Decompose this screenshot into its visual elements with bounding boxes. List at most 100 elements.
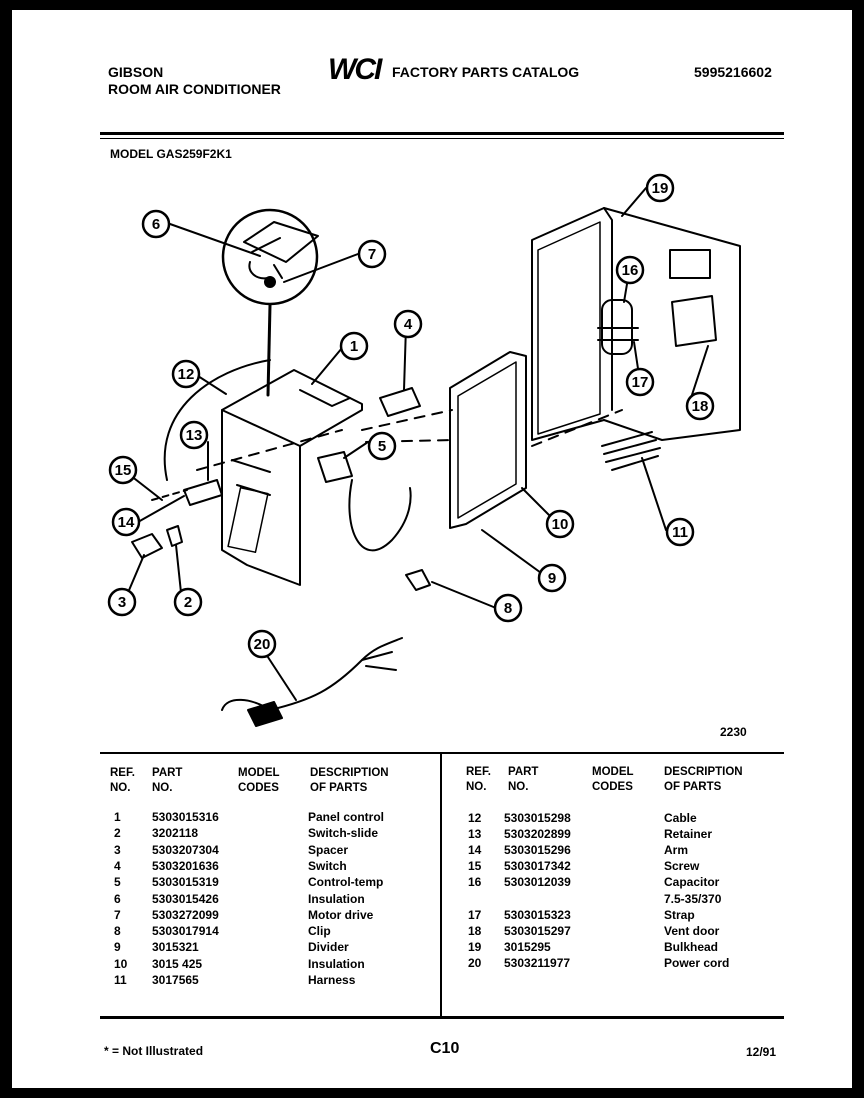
header-rule-top <box>100 132 784 135</box>
control-temp-capillary <box>348 479 412 552</box>
part-part-cell: 3015295 <box>504 939 551 954</box>
spacer <box>131 533 163 559</box>
callout-16: 16 <box>622 262 639 279</box>
callout-9: 9 <box>548 570 556 587</box>
detail-motor-plate <box>243 221 319 263</box>
callout-12: 12 <box>178 366 195 383</box>
callout-10: 10 <box>552 516 569 533</box>
part-ref-cell: 16 <box>468 875 482 890</box>
exploded-parts-diagram: 6 7 1 4 12 5 13 15 14 3 2 10 9 8 11 19 1… <box>107 173 747 739</box>
part-part-cell: 5303015323 <box>504 907 571 922</box>
callout-3: 3 <box>118 594 126 611</box>
table-rule-bottom <box>100 1016 784 1019</box>
bulkhead <box>531 207 741 441</box>
callout-6: 6 <box>152 216 160 233</box>
part-desc-cell: Cable <box>664 811 697 825</box>
detail-pointer <box>266 303 272 397</box>
power-cord-plug <box>247 701 283 727</box>
panel-cutout <box>227 486 269 554</box>
part-desc-cell: Arm <box>664 843 689 858</box>
part-part-cell: 5303015426 <box>152 891 219 906</box>
switch <box>379 387 421 417</box>
callout-11: 11 <box>672 524 688 541</box>
clip <box>405 569 431 591</box>
part-ref-cell: 1 <box>114 810 121 824</box>
callout-17: 17 <box>632 374 649 391</box>
part-desc-cell: Switch-slide <box>308 826 379 841</box>
part-part-cell: 5303015296 <box>504 843 571 858</box>
part-ref-cell: 4 <box>114 858 121 873</box>
part-desc-cell: Motor drive <box>308 907 374 922</box>
left-ref-header: REF.NO. <box>110 767 135 794</box>
part-desc-cell: Insulation <box>308 891 365 906</box>
callout-14: 14 <box>118 514 135 531</box>
part-ref-cell: 8 <box>114 924 121 939</box>
callout-2: 2 <box>184 594 192 611</box>
part-desc-cell: Harness <box>308 973 356 987</box>
callout-4: 4 <box>404 316 413 333</box>
vent-door <box>671 295 717 347</box>
callout-8: 8 <box>504 600 512 617</box>
header-rule-bottom <box>100 138 784 139</box>
callout-5: 5 <box>378 438 386 455</box>
part-ref-cell: 12 <box>468 811 482 825</box>
part-desc-cell: Switch <box>308 858 347 873</box>
page-number: C10 <box>430 1040 460 1057</box>
harness <box>601 431 661 471</box>
divider-insulation <box>457 361 517 519</box>
part-part-cell: 5303211977 <box>504 955 571 970</box>
bulkhead-opening <box>669 249 711 279</box>
control-temp <box>317 451 353 483</box>
part-desc-cell: Vent door <box>664 923 720 938</box>
switch-slide <box>166 525 183 547</box>
catalog-sheet: GIBSON ROOM AIR CONDITIONER WCI FACTORY … <box>12 10 852 1088</box>
part-desc-cell: Panel control <box>308 810 385 824</box>
part-desc-cell: Clip <box>308 924 331 939</box>
part-ref-cell: 7 <box>114 907 121 922</box>
product-name: ROOM AIR CONDITIONER <box>108 81 281 97</box>
part-part-cell: 5303201636 <box>152 858 219 873</box>
model-number: MODEL GAS259F2K1 <box>110 147 232 161</box>
part-desc-cell: Control-temp <box>308 875 384 890</box>
part-ref-cell: 20 <box>468 955 482 970</box>
part-desc-cell: Divider <box>308 940 349 955</box>
part-part-cell: 5303017342 <box>504 859 571 874</box>
right-ref-header: REF.NO. <box>466 766 491 793</box>
part-ref-cell: 15 <box>468 859 482 874</box>
part-part-cell: 5303012039 <box>504 875 571 890</box>
part-ref-cell: 2 <box>114 826 121 841</box>
part-part-cell: 5303272099 <box>152 907 219 922</box>
catalog-title: FACTORY PARTS CATALOG <box>392 64 580 80</box>
part-part-cell: 5303017914 <box>152 924 219 939</box>
part-part-cell: 3015321 <box>152 940 199 955</box>
part-part-cell: 5303015298 <box>504 811 571 825</box>
part-ref-cell: 13 <box>468 827 482 842</box>
part-ref-cell: 18 <box>468 923 482 938</box>
part-ref-cell: 5 <box>114 875 121 890</box>
part-desc-cell: Strap <box>664 907 695 922</box>
capacitor-strap <box>597 327 639 341</box>
callout-15: 15 <box>115 462 132 479</box>
part-desc-cell: Capacitor <box>664 875 720 890</box>
table-rule-top <box>100 752 784 754</box>
cable <box>163 359 271 481</box>
part-desc-cell: Power cord <box>664 955 730 970</box>
part-desc-cell: Insulation <box>308 956 365 971</box>
table-column-divider <box>440 754 442 1016</box>
part-ref-cell: 9 <box>114 940 121 955</box>
part-desc-cell: Screw <box>664 859 700 874</box>
part-desc-cell: Bulkhead <box>664 939 719 954</box>
callout-20: 20 <box>254 636 271 653</box>
catalog-number: 5995216602 <box>694 64 772 80</box>
part-part-cell: 5303015297 <box>504 923 571 938</box>
part-part-cell: 3015 425 <box>152 956 203 971</box>
part-part-cell: 5303202899 <box>504 827 571 842</box>
part-ref-cell: 17 <box>468 907 482 922</box>
callout-13: 13 <box>186 427 203 444</box>
